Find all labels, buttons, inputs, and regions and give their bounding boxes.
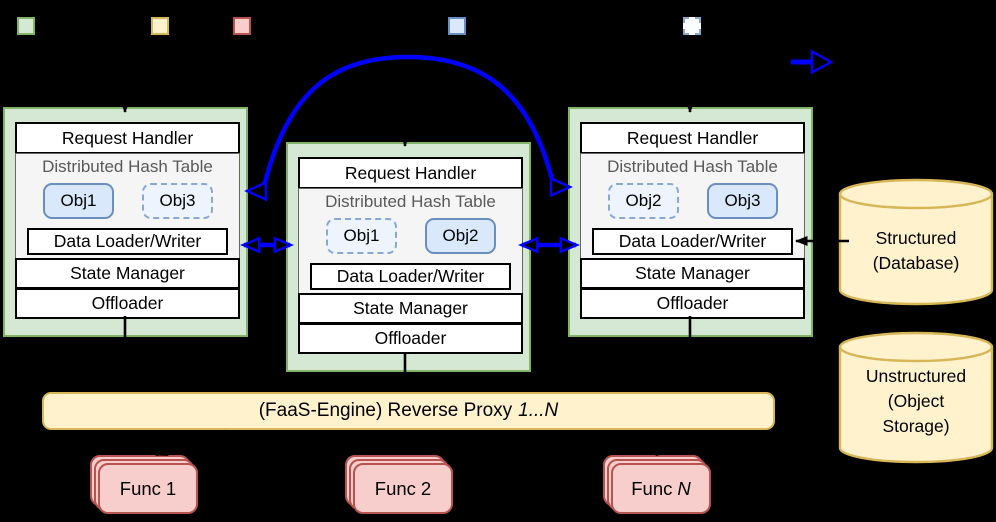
data-loader-writer: Data Loader/Writer: [592, 228, 793, 255]
dht-title: Distributed Hash Table: [325, 192, 496, 211]
legend-blue-arrow: [791, 49, 834, 75]
database-cylinder-icon: [838, 331, 994, 464]
database-cylinder-icon: [838, 178, 994, 306]
request-handler: Request Handler: [580, 122, 805, 154]
state-manager: State Manager: [15, 258, 240, 289]
func-2-stack: Func 2: [345, 455, 453, 514]
func-1-box: Func 1: [98, 463, 198, 514]
object-obj2: Obj2: [608, 183, 679, 219]
state-manager: State Manager: [298, 293, 523, 324]
proxy-to-func-arrows: [155, 429, 704, 457]
dht-title: Distributed Hash Table: [607, 157, 778, 176]
legend-worker-node-swatch: [17, 17, 35, 35]
worker-node-2: Request Handler Distributed Hash Table O…: [286, 142, 531, 372]
object-obj1: Obj1: [43, 183, 114, 219]
distributed-hash-table: Distributed Hash Table Obj1 Obj3 Data Lo…: [15, 153, 240, 259]
func-n-stack: Func N: [603, 455, 711, 514]
object-obj1: Obj1: [326, 218, 397, 254]
request-handler: Request Handler: [15, 122, 240, 154]
func-n-box: Func N: [611, 463, 711, 514]
offloader: Offloader: [15, 288, 240, 319]
object-obj3: Obj3: [707, 183, 778, 219]
structured-database: Structured (Database): [838, 178, 994, 306]
distributed-hash-table: Distributed Hash Table Obj1 Obj2 Data Lo…: [298, 188, 523, 294]
worker-node-3: Request Handler Distributed Hash Table O…: [568, 107, 813, 337]
worker-node-1: Request Handler Distributed Hash Table O…: [3, 107, 248, 337]
reverse-proxy-bar: (FaaS-Engine) Reverse Proxy 1...N: [42, 392, 775, 430]
structured-database-label: Structured (Database): [872, 228, 960, 273]
proxy-range-label: 1...N: [518, 400, 559, 421]
state-manager: State Manager: [580, 258, 805, 289]
unstructured-object-storage: Unstructured (Object Storage): [838, 331, 994, 464]
data-loader-writer: Data Loader/Writer: [310, 263, 511, 290]
offloader: Offloader: [580, 288, 805, 319]
legend-remote-object-swatch: [683, 17, 701, 35]
func-1-stack: Func 1: [90, 455, 198, 514]
request-handler: Request Handler: [298, 157, 523, 189]
distributed-hash-table: Distributed Hash Table Obj2 Obj3 Data Lo…: [580, 153, 805, 259]
func-2-box: Func 2: [353, 463, 453, 514]
legend-storage-swatch: [151, 17, 169, 35]
unstructured-storage-label: Unstructured (Object Storage): [865, 366, 967, 436]
dht-title: Distributed Hash Table: [42, 157, 213, 176]
object-obj3: Obj3: [142, 183, 213, 219]
offloader: Offloader: [298, 323, 523, 354]
object-obj2: Obj2: [425, 218, 496, 254]
legend-local-object-swatch: [448, 17, 466, 35]
proxy-label: (FaaS-Engine) Reverse Proxy: [258, 400, 513, 421]
data-loader-writer: Data Loader/Writer: [27, 228, 228, 255]
legend-function-swatch: [233, 17, 251, 35]
